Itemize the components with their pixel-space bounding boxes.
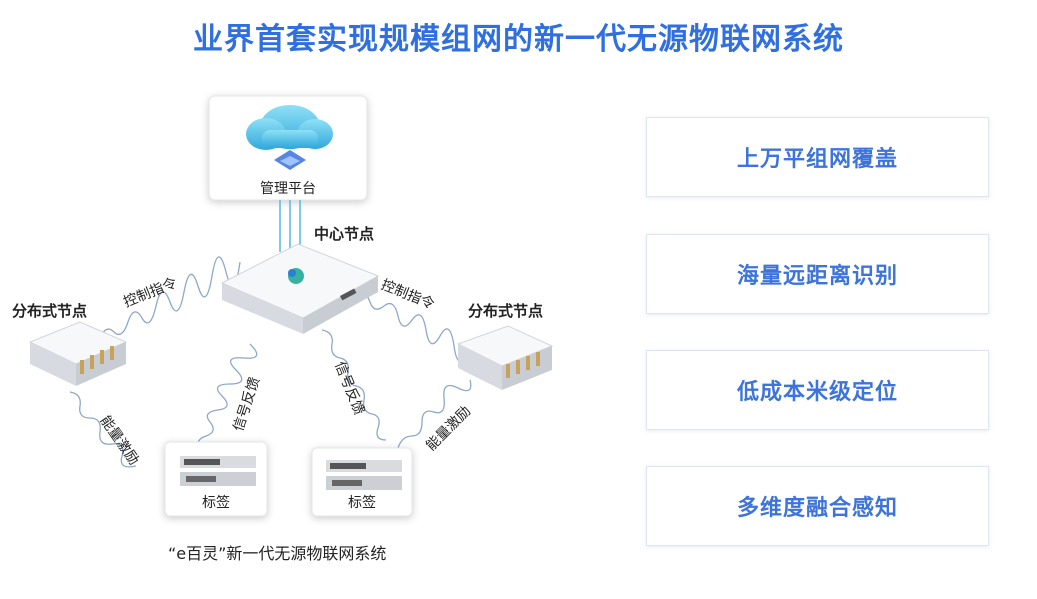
cloud-icon (246, 105, 333, 170)
wave-control-left (99, 256, 241, 339)
page-title: 业界首套实现规模组网的新一代无源物联网系统 (193, 22, 844, 57)
distributed-node-right-device (456, 325, 554, 390)
wave-energy-right (397, 379, 472, 449)
distributed-node-left-device (28, 321, 128, 386)
diagram-caption: “e百灵”新一代无源物联网系统 (168, 544, 387, 563)
wave-energy-left (69, 391, 137, 468)
platform-label: 管理平台 (260, 181, 316, 197)
feature-box: 低成本米级定位 (646, 350, 989, 430)
tag-left-label: 标签 (202, 495, 230, 511)
rfid-tag-right-icon (326, 460, 402, 490)
distributed-node-left-label: 分布式节点 (12, 302, 88, 320)
distributed-node-right-label: 分布式节点 (468, 302, 544, 320)
feature-box: 海量远距离识别 (646, 234, 989, 314)
wave-signal-right (321, 329, 387, 441)
tag-right-label: 标签 (348, 495, 376, 511)
feature-box: 上万平组网覆盖 (646, 117, 989, 197)
feature-box: 多维度融合感知 (646, 466, 989, 546)
wave-signal-left (197, 343, 258, 451)
center-node-device (220, 243, 380, 334)
center-node-label: 中心节点 (314, 225, 375, 243)
rfid-tag-left-icon (180, 456, 256, 486)
